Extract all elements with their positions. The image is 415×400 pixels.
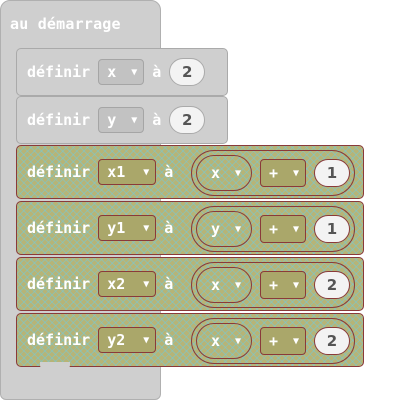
chevron-down-icon: ▼ [292,279,299,291]
chevron-down-icon: ▼ [131,114,138,126]
variable-dropdown-y[interactable]: y ▼ [98,107,145,133]
chevron-down-icon: ▼ [234,223,241,235]
chevron-down-icon: ▼ [292,167,299,179]
to-keyword: à [164,331,174,349]
number-input[interactable]: 1 [314,159,350,187]
define-keyword: définir [27,163,91,181]
to-keyword: à [164,163,174,181]
variable-dropdown-y1[interactable]: y1 ▼ [98,215,157,241]
set-x-block[interactable]: définir x ▼ à 2 [16,48,228,96]
variable-dropdown-x1[interactable]: x1 ▼ [98,159,157,185]
chevron-down-icon: ▼ [234,167,241,179]
chevron-down-icon: ▼ [292,223,299,235]
number-input[interactable]: 2 [314,271,350,299]
variable-reporter-y[interactable]: y ▼ [196,211,252,247]
variable-reporter-x[interactable]: x ▼ [196,323,252,359]
set-y-block[interactable]: définir y ▼ à 2 [16,96,228,144]
operator-dropdown[interactable]: + ▼ [260,215,306,243]
to-keyword: à [164,275,174,293]
set-x2-block[interactable]: définir x2 ▼ à x ▼ + ▼ 2 [16,257,364,311]
define-keyword: définir [27,219,91,237]
define-keyword: définir [27,331,91,349]
math-expression[interactable]: y ▼ + ▼ 1 [191,206,355,252]
chevron-down-icon: ▼ [234,335,241,347]
number-input[interactable]: 2 [314,327,350,355]
set-y1-block[interactable]: définir y1 ▼ à y ▼ + ▼ 1 [16,201,364,255]
variable-reporter-x[interactable]: x ▼ [196,155,252,191]
chevron-down-icon: ▼ [234,279,241,291]
variable-dropdown-x2[interactable]: x2 ▼ [98,271,157,297]
chevron-down-icon: ▼ [143,278,150,290]
math-expression[interactable]: x ▼ + ▼ 2 [191,262,355,308]
chevron-down-icon: ▼ [131,66,138,78]
on-start-label: au démarrage [10,15,121,33]
define-keyword: définir [27,63,91,81]
variable-dropdown-y2[interactable]: y2 ▼ [98,327,157,353]
to-keyword: à [152,63,162,81]
operator-dropdown[interactable]: + ▼ [260,327,306,355]
set-x1-block[interactable]: définir x1 ▼ à x ▼ + ▼ 1 [16,145,364,199]
block-connector-notch [40,362,70,370]
chevron-down-icon: ▼ [292,335,299,347]
chevron-down-icon: ▼ [143,222,150,234]
math-expression[interactable]: x ▼ + ▼ 1 [191,150,355,196]
to-keyword: à [152,111,162,129]
chevron-down-icon: ▼ [143,166,150,178]
variable-dropdown-x[interactable]: x ▼ [98,59,145,85]
number-input-x[interactable]: 2 [169,58,206,86]
set-y2-block[interactable]: définir y2 ▼ à x ▼ + ▼ 2 [16,313,364,367]
math-expression[interactable]: x ▼ + ▼ 2 [191,318,355,364]
define-keyword: définir [27,111,91,129]
operator-dropdown[interactable]: + ▼ [260,271,306,299]
number-input[interactable]: 1 [314,215,350,243]
chevron-down-icon: ▼ [143,334,150,346]
variable-reporter-x[interactable]: x ▼ [196,267,252,303]
to-keyword: à [164,219,174,237]
define-keyword: définir [27,275,91,293]
number-input-y[interactable]: 2 [169,106,206,134]
operator-dropdown[interactable]: + ▼ [260,159,306,187]
